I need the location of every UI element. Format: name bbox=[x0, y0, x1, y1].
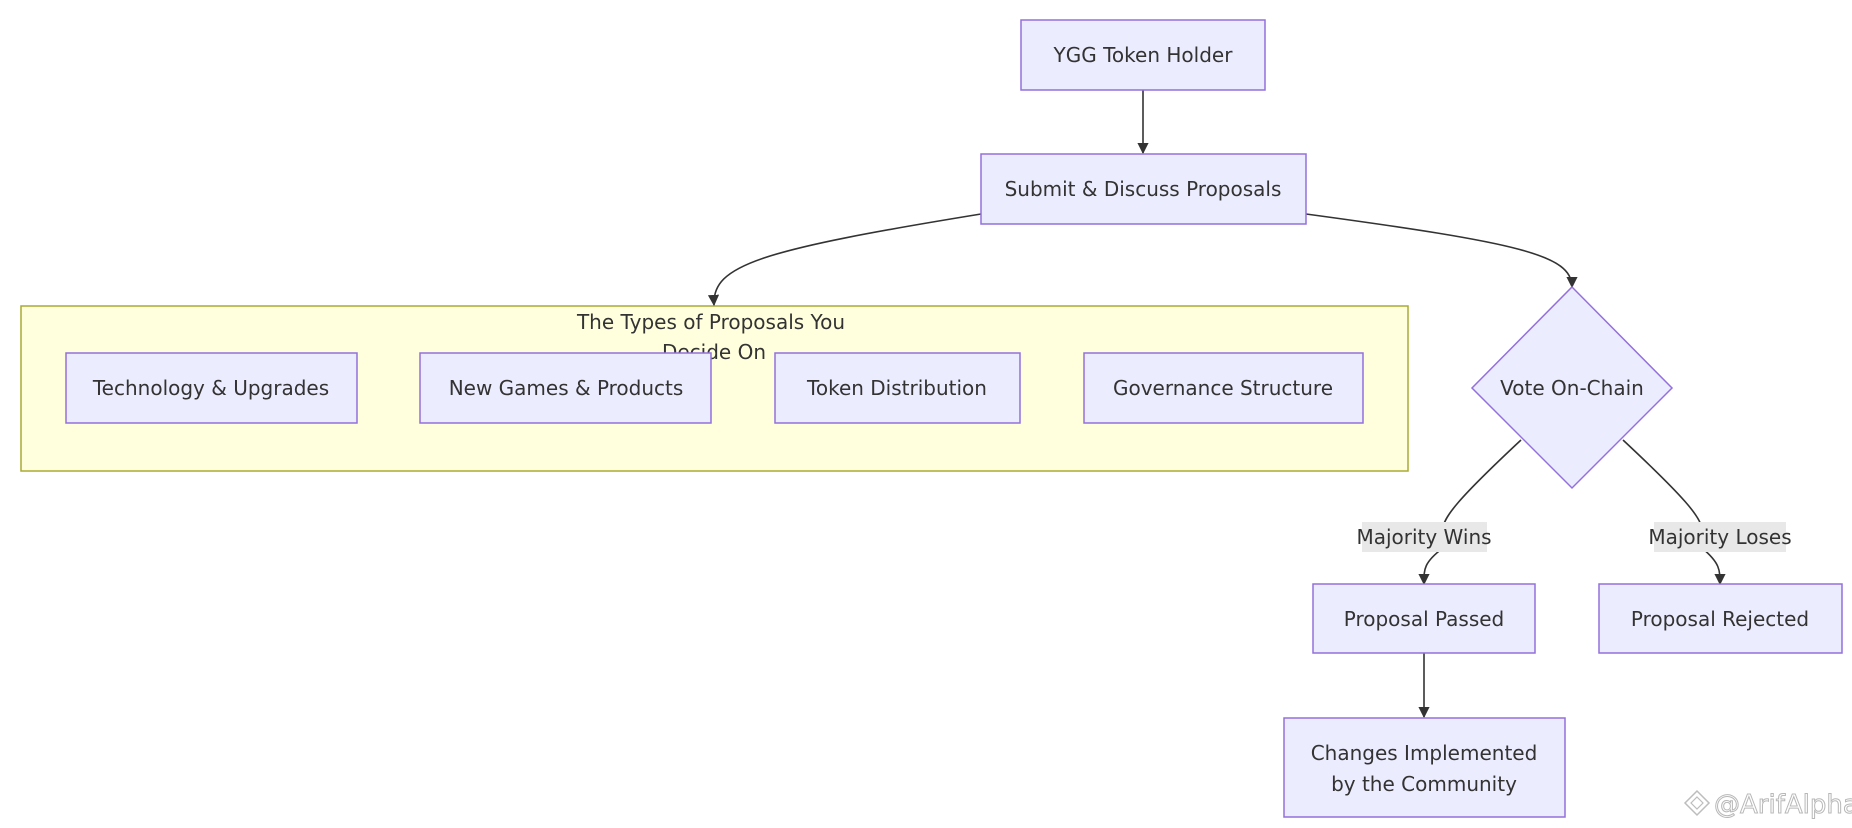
node-token-holder: YGG Token Holder bbox=[1020, 19, 1266, 91]
node-submit-discuss: Submit & Discuss Proposals bbox=[980, 153, 1307, 225]
edge-vote-to-passed bbox=[1424, 439, 1522, 584]
node-submit-discuss-label: Submit & Discuss Proposals bbox=[1005, 177, 1282, 201]
edge-label-majority-loses: Majority Loses bbox=[1648, 522, 1792, 552]
cluster-title-line1: The Types of Proposals You bbox=[576, 310, 845, 334]
node-token-distribution-label: Token Distribution bbox=[806, 376, 987, 400]
node-governance-structure-label: Governance Structure bbox=[1113, 376, 1333, 400]
edge-label-majority-wins: Majority Wins bbox=[1356, 522, 1492, 552]
watermark-logo-icon bbox=[1683, 789, 1711, 817]
decision-diamond bbox=[1470, 285, 1674, 490]
node-changes-implemented-line1: Changes Implemented bbox=[1311, 741, 1538, 765]
watermark: @ArifAlpha bbox=[1683, 789, 1852, 821]
node-vote-on-chain: Vote On-Chain bbox=[1470, 285, 1674, 490]
edge-vote-to-rejected bbox=[1622, 439, 1720, 584]
edge-label-majority-loses-text: Majority Loses bbox=[1648, 525, 1791, 549]
node-token-distribution: Token Distribution bbox=[774, 352, 1021, 424]
node-tech-upgrades-label: Technology & Upgrades bbox=[92, 376, 329, 400]
watermark-text: @ArifAlpha bbox=[1714, 790, 1852, 820]
node-proposal-rejected-label: Proposal Rejected bbox=[1631, 607, 1809, 631]
node-governance-structure: Governance Structure bbox=[1083, 352, 1364, 424]
node-proposal-passed: Proposal Passed bbox=[1312, 583, 1536, 654]
edge-submit-to-vote bbox=[1305, 213, 1578, 289]
node-changes-implemented-line2: by the Community bbox=[1331, 772, 1517, 796]
node-tech-upgrades: Technology & Upgrades bbox=[65, 352, 358, 424]
edge-submit-to-cluster bbox=[707, 213, 982, 307]
node-proposal-rejected: Proposal Rejected bbox=[1598, 583, 1843, 654]
node-vote-on-chain-label: Vote On-Chain bbox=[1500, 376, 1644, 400]
edge-label-majority-wins-text: Majority Wins bbox=[1356, 525, 1491, 549]
node-changes-implemented: Changes Implemented by the Community bbox=[1283, 717, 1566, 818]
node-new-games: New Games & Products bbox=[419, 352, 712, 424]
node-new-games-label: New Games & Products bbox=[449, 376, 684, 400]
node-token-holder-label: YGG Token Holder bbox=[1053, 43, 1234, 67]
node-proposal-passed-label: Proposal Passed bbox=[1344, 607, 1505, 631]
